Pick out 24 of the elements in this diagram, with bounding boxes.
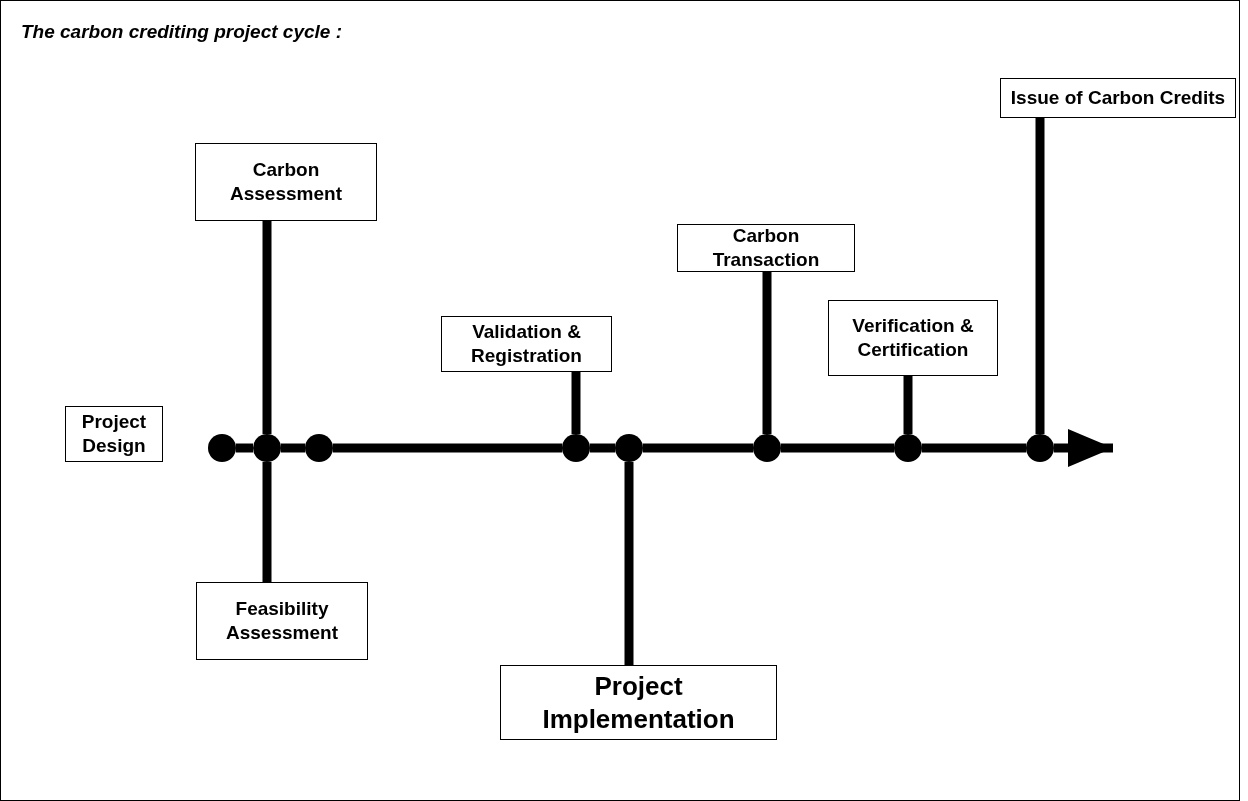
connector-line <box>333 443 562 453</box>
connector-line <box>571 372 581 434</box>
connector-line <box>643 443 753 453</box>
stage-box: Carbon Transaction <box>677 224 855 272</box>
stage-box: Validation & Registration <box>441 316 612 372</box>
connector-line <box>903 376 913 434</box>
connector-line <box>262 462 272 582</box>
stage-box: Project Design <box>65 406 163 462</box>
stage-box: Feasibility Assessment <box>196 582 368 660</box>
connector-line <box>922 443 1026 453</box>
connector-line <box>262 221 272 434</box>
stage-box: Issue of Carbon Credits <box>1000 78 1236 118</box>
title: The carbon crediting project cycle : <box>21 20 342 44</box>
connector-line <box>762 272 772 434</box>
connector-line <box>281 443 305 453</box>
stage-box: Project Implementation <box>500 665 777 740</box>
timeline-arrow <box>1054 429 1113 467</box>
connector-line <box>1035 118 1045 434</box>
stage-box: Carbon Assessment <box>195 143 377 221</box>
stage-box: Verification & Certification <box>828 300 998 376</box>
connector-line <box>236 443 253 453</box>
connector-line <box>624 462 634 665</box>
connector-line <box>781 443 894 453</box>
connector-line <box>590 443 615 453</box>
